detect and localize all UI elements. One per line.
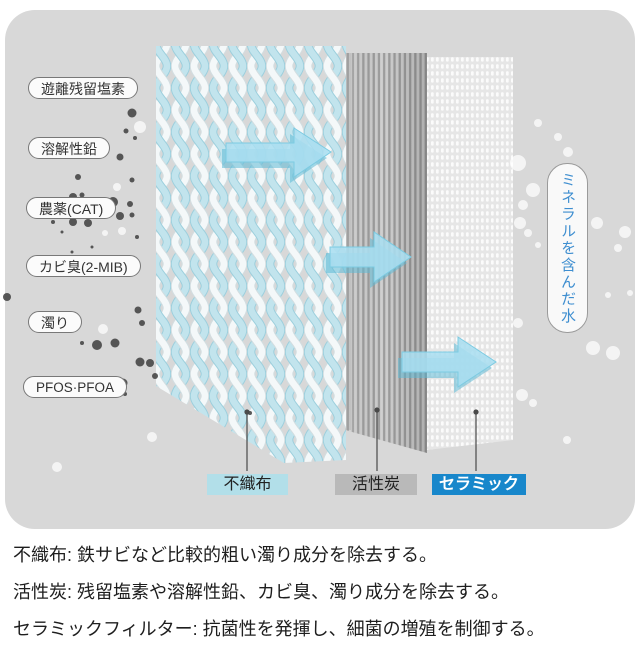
contaminant-pill-chlorine: 遊離残留塩素 [28,77,138,99]
water-bubbles [52,119,633,472]
ceramic-layer [427,57,513,450]
layer-tag-carbon: 活性炭 [335,474,417,495]
flow-arrow-bottom [398,336,497,393]
description-carbon: 活性炭: 残留塩素や溶解性鉛、カビ臭、濁り成分を除去する。 [13,582,509,602]
flow-arrow-middle [326,231,412,288]
contaminant-pill-lead: 溶解性鉛 [28,137,110,159]
contaminant-pill-pfos-pfoa: PFOS·PFOA [23,376,128,398]
description-ceramic: セラミックフィルター: 抗菌性を発揮し、細菌の増殖を制御する。 [13,619,545,639]
filter-layers-graphic [3,46,633,472]
contaminant-pill-mold-odor: カビ臭(2-MIB) [26,255,141,277]
mineral-water-label: ミネラルを含んだ水 [547,163,588,333]
nonwoven-layer [156,46,346,463]
contaminant-pill-turbidity: 濁り [28,311,82,333]
flow-arrows [222,127,497,393]
contaminant-pill-pesticide: 農薬(CAT) [26,197,117,219]
layer-tag-ceramic: セラミック [432,474,526,495]
layer-tag-nonwoven: 不織布 [207,474,288,495]
description-nonwoven: 不織布: 鉄サビなど比較的粗い濁り成分を除去する。 [13,545,437,565]
filter-diagram: 遊離残留塩素 溶解性鉛 農薬(CAT) カビ臭(2-MIB) 濁り PFOS·P… [3,10,635,529]
flow-arrow-top [222,127,332,183]
leader-lines [244,407,479,471]
layer-descriptions: 不織布: 鉄サビなど比較的粗い濁り成分を除去する。 活性炭: 残留塩素や溶解性鉛… [13,545,633,656]
